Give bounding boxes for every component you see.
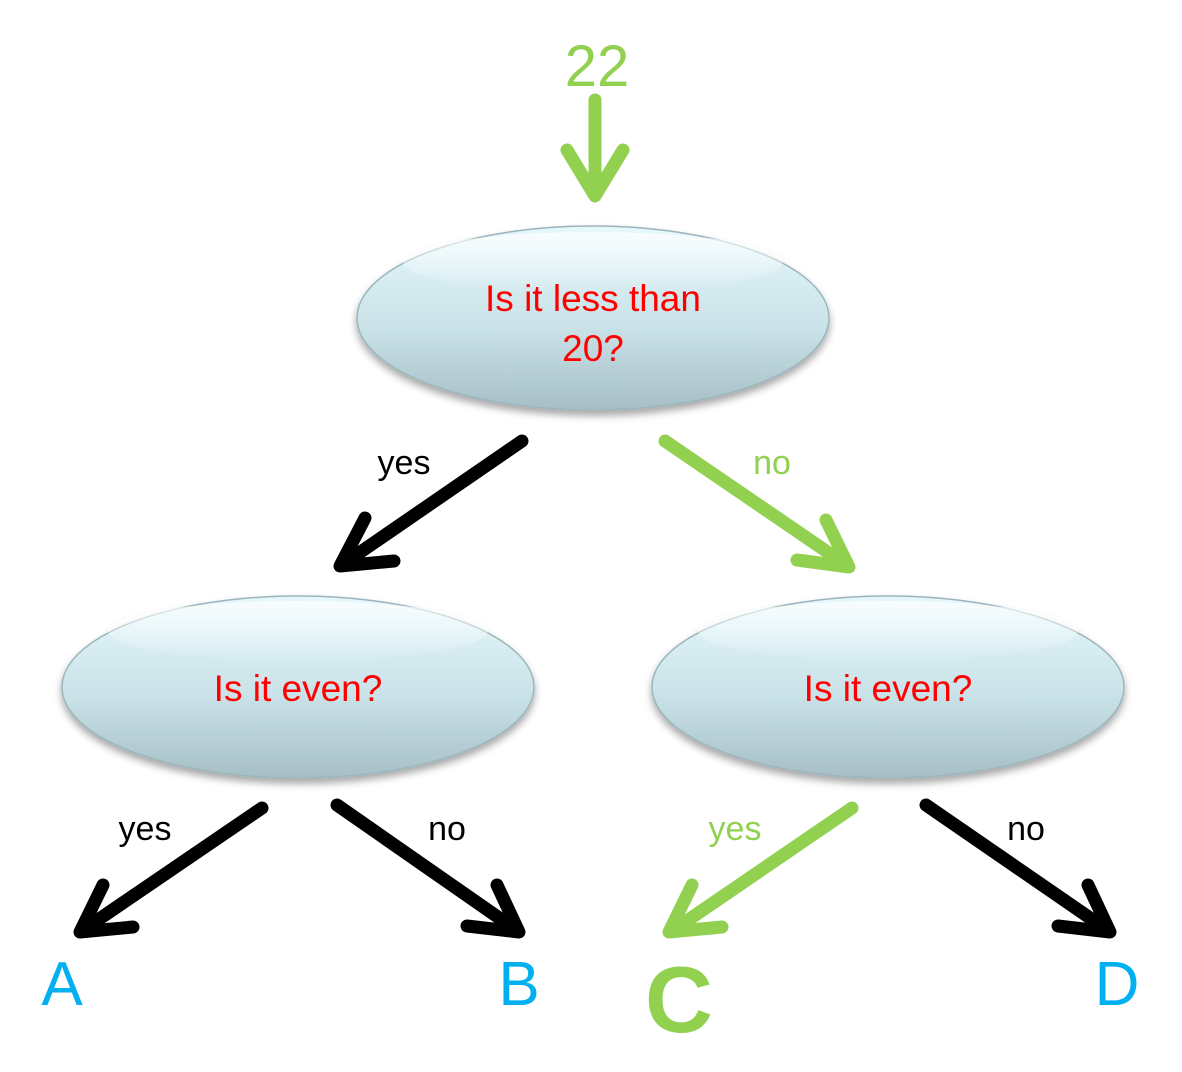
left-no-label: no [428, 810, 466, 848]
left-yes-label: yes [119, 810, 172, 848]
root-question-node [356, 225, 830, 411]
left-question-text: Is it even? [214, 668, 383, 709]
root-no-label: no [753, 444, 791, 482]
root-yes-label: yes [378, 444, 431, 482]
right-yes-arrow [662, 801, 859, 939]
root-question-line1: Is it less than [485, 278, 701, 319]
right-no-arrow [919, 798, 1117, 939]
left-yes-arrow [73, 801, 269, 939]
input-arrow [560, 93, 630, 203]
root-yes-arrow [333, 434, 529, 573]
left-question-node [61, 595, 535, 779]
leaf-c: C [645, 947, 713, 1052]
root-question-line2: 20? [562, 328, 624, 369]
input-value: 22 [565, 34, 630, 99]
left-no-arrow [330, 798, 526, 939]
leaf-d: D [1095, 950, 1140, 1019]
right-yes-label: yes [709, 810, 762, 848]
right-no-label: no [1007, 810, 1045, 848]
leaf-b: B [498, 950, 539, 1019]
leaf-a: A [41, 950, 83, 1019]
root-no-arrow [658, 434, 856, 574]
right-question-node [651, 595, 1125, 779]
right-question-text: Is it even? [804, 668, 973, 709]
